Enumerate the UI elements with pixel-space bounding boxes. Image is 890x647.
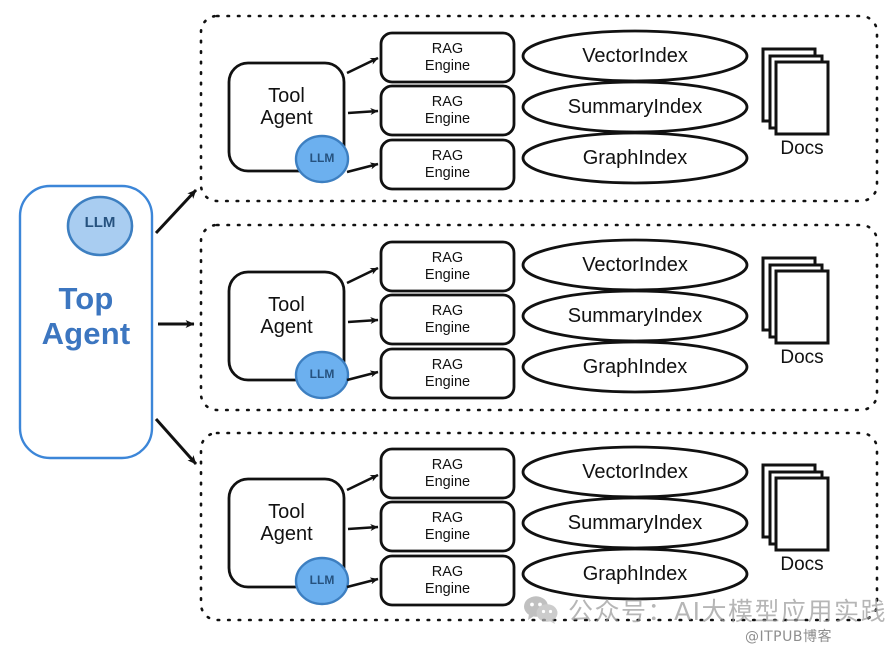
rag-engine-box-2-2[interactable]	[379, 293, 516, 346]
rag-engine-box-1-3[interactable]	[379, 138, 516, 191]
top-agent-box[interactable]	[18, 184, 154, 460]
index-ellipse-2-3[interactable]	[521, 340, 749, 394]
tool-agent-llm-bubble-3[interactable]	[294, 556, 350, 606]
connector-tool-agent-to-rag-3-2	[347, 524, 379, 531]
top-agent-llm-bubble[interactable]	[66, 195, 134, 257]
index-ellipse-1-1[interactable]	[521, 29, 749, 83]
index-ellipse-2-1[interactable]	[521, 238, 749, 292]
rag-engine-box-3-1[interactable]	[379, 447, 516, 500]
index-ellipse-3-1[interactable]	[521, 445, 749, 499]
rag-engine-box-2-1[interactable]	[379, 240, 516, 293]
connector-tool-agent-to-rag-2-1	[346, 266, 379, 285]
index-ellipse-3-3[interactable]	[521, 547, 749, 601]
connector-tool-agent-to-rag-2-3	[346, 370, 379, 382]
group-container-1	[199, 14, 879, 203]
group-container-2	[199, 223, 879, 412]
connector-tool-agent-to-rag-3-3	[346, 577, 379, 589]
index-ellipse-2-2[interactable]	[521, 289, 749, 343]
index-ellipse-3-2[interactable]	[521, 496, 749, 550]
rag-engine-box-1-1[interactable]	[379, 31, 516, 84]
docs-stack-3[interactable]	[761, 463, 830, 552]
connector-tool-agent-to-rag-1-2	[347, 108, 379, 115]
docs-stack-1[interactable]	[761, 47, 830, 136]
docs-stack-2[interactable]	[761, 256, 830, 345]
tool-agent-llm-bubble-2[interactable]	[294, 350, 350, 400]
connector-top-agent-to-group-1	[154, 188, 198, 235]
rag-engine-box-2-3[interactable]	[379, 347, 516, 400]
index-ellipse-1-3[interactable]	[521, 131, 749, 185]
rag-engine-box-3-2[interactable]	[379, 500, 516, 553]
group-container-3	[199, 431, 879, 622]
index-ellipse-1-2[interactable]	[521, 80, 749, 134]
connector-tool-agent-to-rag-1-3	[346, 162, 379, 174]
rag-engine-box-1-2[interactable]	[379, 84, 516, 137]
connector-top-agent-to-group-3	[154, 418, 198, 465]
tool-agent-llm-bubble-1[interactable]	[294, 134, 350, 184]
connector-tool-agent-to-rag-1-1	[346, 56, 379, 75]
connector-tool-agent-to-rag-3-1	[346, 473, 379, 492]
connector-tool-agent-to-rag-2-2	[347, 317, 379, 324]
rag-engine-box-3-3[interactable]	[379, 554, 516, 607]
